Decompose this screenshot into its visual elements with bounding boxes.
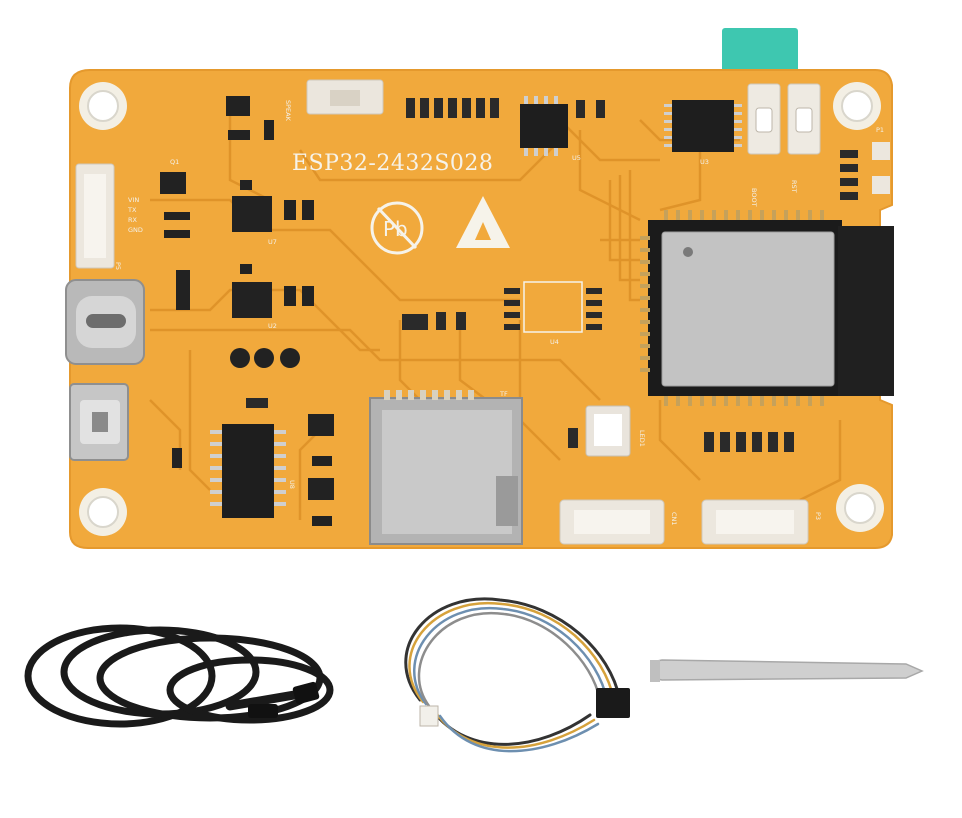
pin-label: VIN [128, 196, 139, 204]
usb-cable [24, 624, 334, 728]
smd-resistors-top [406, 98, 605, 118]
jst-connector-p3: P3 [701, 499, 822, 545]
p5-label: P5 [114, 262, 122, 270]
ribbon-tab [722, 28, 798, 72]
ic-u8 [210, 398, 286, 518]
cn1-label: CN1 [670, 512, 678, 526]
jst-wire-cable [404, 597, 630, 753]
smd-transistors-bottom [172, 414, 334, 526]
u7-label: U7 [268, 238, 277, 246]
esd-warning-icon [456, 196, 510, 248]
stylus-pen [650, 659, 924, 682]
tf-label: TF [499, 390, 508, 398]
speak-label: SPEAK [284, 100, 292, 122]
pcb-board: ESP32-2432S028 Pb SPEAK [65, 69, 894, 549]
u5-label: U5 [572, 154, 581, 162]
board-model-label: ESP32-2432S028 [292, 151, 493, 176]
jst-connector-p5 [75, 163, 115, 269]
lead-free-icon: Pb [370, 201, 424, 255]
tf-card-slot: TF [369, 390, 523, 545]
mounting-hole [833, 82, 881, 130]
smd-capacitors-right [840, 142, 890, 200]
smd-resistors-middle [402, 312, 466, 330]
u3-label: U3 [700, 158, 709, 166]
ic-u1 [664, 100, 742, 152]
p3-label: P3 [814, 512, 822, 520]
jst-connector-cn1: CN1 [559, 499, 678, 545]
u2-label: U2 [268, 322, 277, 330]
usb-c-port [65, 279, 145, 365]
boot-button [747, 83, 781, 155]
esp32-wroom-module [640, 210, 894, 406]
mounting-hole [79, 488, 127, 536]
mounting-hole [836, 484, 884, 532]
led1-label: LED1 [638, 430, 646, 447]
smd-resistors-lower-right [568, 428, 794, 452]
rst-button [787, 83, 821, 155]
p1-label: P1 [876, 126, 884, 134]
smd-transistors-left [160, 96, 314, 318]
rgb-led: LED1 [585, 405, 646, 457]
pin-label: GND [128, 226, 143, 234]
ic-u5 [520, 96, 568, 156]
ic-u4: U4 [504, 281, 602, 346]
mounting-hole [79, 82, 127, 130]
rst-label: RST [790, 180, 798, 193]
power-pin-labels: VIN TX RX GND [127, 196, 143, 234]
u8-label: U8 [288, 480, 296, 489]
q1-label: Q1 [170, 158, 179, 166]
led-row [230, 348, 300, 368]
pin-label: TX [127, 206, 137, 214]
boot-label: BOOT [750, 188, 758, 207]
pin-label: RX [128, 216, 138, 224]
micro-usb-port [69, 383, 129, 461]
svg-text:Pb: Pb [383, 217, 408, 241]
u4-label: U4 [550, 338, 559, 346]
